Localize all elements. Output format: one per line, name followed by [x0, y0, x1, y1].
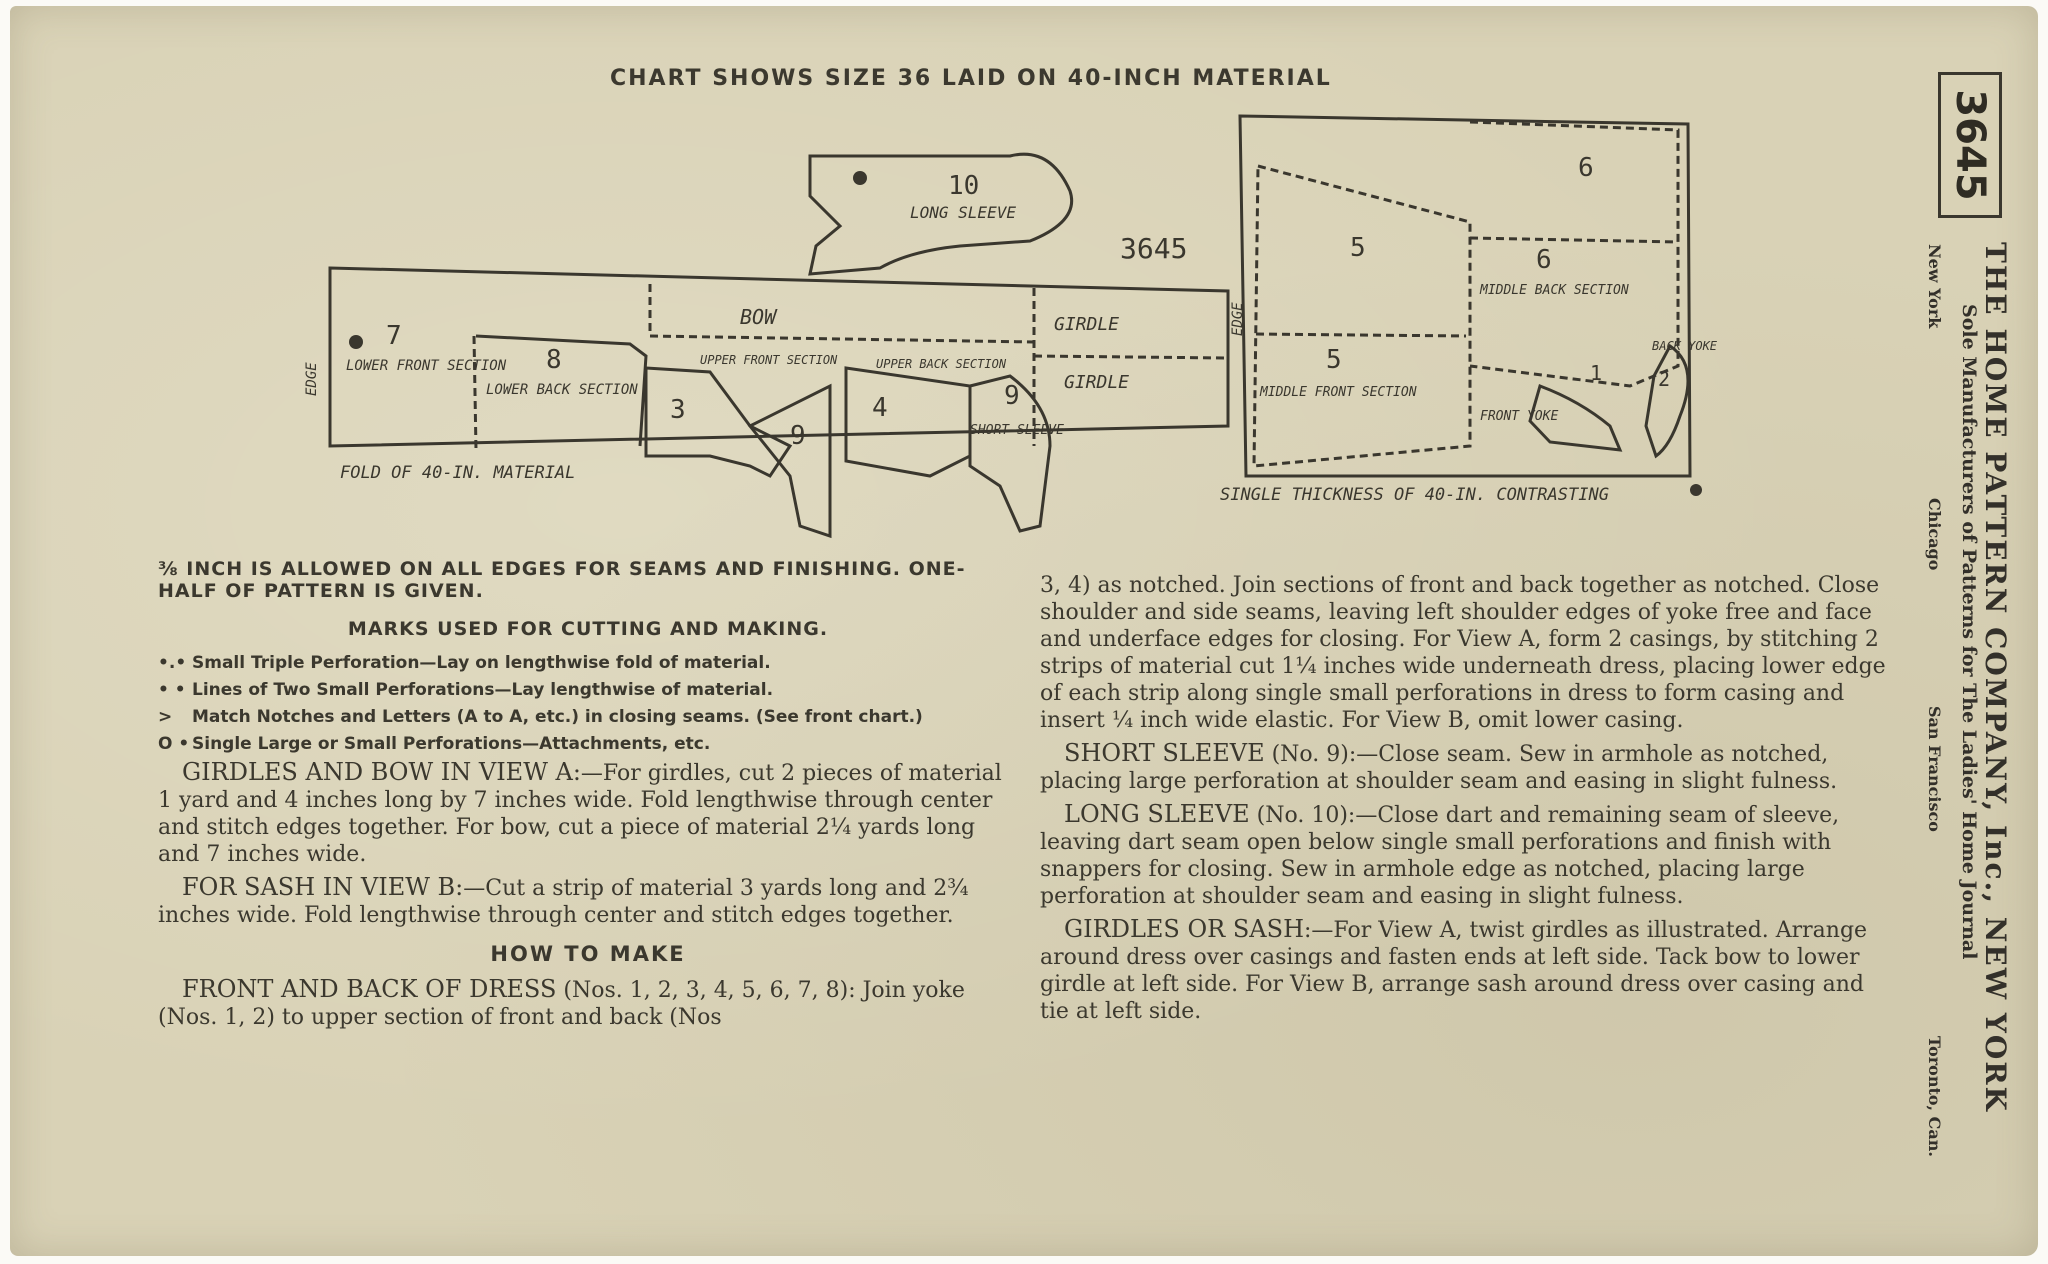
- piece-10-label: LONG SLEEVE: [910, 203, 1016, 222]
- upper-front-label: UPPER FRONT SECTION: [700, 353, 838, 367]
- short-sleeve-heading: SHORT SLEEVE: [1064, 739, 1265, 767]
- piece-9a-number: 9: [790, 421, 806, 451]
- girdle-label-a: GIRDLE: [1054, 314, 1119, 335]
- piece-9b-label: SHORT SLEEVE: [970, 423, 1064, 438]
- long-sleeve-heading: LONG SLEEVE: [1064, 800, 1250, 828]
- piece-2-label: BACK YOKE: [1652, 339, 1718, 353]
- piece-5b-number: 5: [1326, 345, 1342, 375]
- piece-6b-number: 6: [1536, 245, 1552, 275]
- piece-3-number: 3: [670, 395, 686, 425]
- edge-label-left: EDGE: [304, 362, 320, 396]
- mark-symbol: •.•: [158, 653, 187, 673]
- piece-6-label: MIDDLE BACK SECTION: [1479, 283, 1629, 298]
- mark-text: Small Triple Perforation—Lay on lengthwi…: [192, 653, 771, 673]
- girdles-bow-heading: GIRDLES AND BOW IN VIEW A:: [182, 758, 581, 786]
- mark-item: •.•Small Triple Perforation—Lay on lengt…: [158, 651, 1018, 676]
- piece-8-number: 8: [546, 345, 562, 375]
- left-instructions: ⅜ INCH IS ALLOWED ON ALL EDGES FOR SEAMS…: [158, 558, 1018, 1037]
- company-subtitle: Sole Manufacturers of Patterns for The L…: [1958, 304, 1980, 960]
- bow-bottom-line: [649, 334, 1035, 344]
- piece-5a-number: 5: [1350, 233, 1366, 263]
- pattern-envelope: CHART SHOWS SIZE 36 LAID ON 40-INCH MATE…: [10, 6, 2038, 1256]
- piece-6a-number: 6: [1578, 153, 1594, 183]
- short-sleeve-piece: [968, 374, 1052, 533]
- piece-1-label: FRONT YOKE: [1480, 409, 1558, 424]
- fold-layout-outline: [328, 266, 1230, 448]
- pattern-number: 3645: [1947, 89, 1993, 201]
- marks-heading: MARKS USED FOR CUTTING AND MAKING.: [347, 618, 829, 640]
- long-sleeve-paragraph: LONG SLEEVE (No. 10):—Close dart and rem…: [1040, 801, 1890, 910]
- piece-8-outline: [475, 334, 648, 447]
- long-sleeve-text: (No. 10):—Close dart and remaining seam …: [1040, 803, 1840, 909]
- mark-item: O •Single Large or Small Perforations—At…: [158, 732, 1018, 757]
- short-sleeve-paragraph: SHORT SLEEVE (No. 9):—Close seam. Sew in…: [1040, 740, 1890, 795]
- short-sleeve-text: (No. 9):—Close seam. Sew in armhole as n…: [1040, 742, 1838, 794]
- piece-2-number: 2: [1658, 367, 1670, 391]
- large-perforation-mark-3: [1690, 484, 1702, 496]
- mark-symbol: >: [158, 707, 173, 727]
- piece-10-number: 10: [948, 171, 979, 201]
- piece-6-divider: [1469, 236, 1679, 244]
- contrasting-layout-outline: [1238, 114, 1692, 478]
- city-chicago: Chicago: [1925, 498, 1944, 571]
- city-new-york: New York: [1925, 244, 1944, 329]
- piece-1-number: 1: [1590, 361, 1602, 385]
- girdle-divider-b: [1033, 354, 1229, 360]
- cutting-layout-chart: 3645 10 LONG SLEEVE 7 LOWER FRONT SECTIO…: [304, 114, 1718, 539]
- girdles-sash-text: :—For View A, twist girdles as illustrat…: [1040, 918, 1868, 1024]
- sash-text: —Cut a strip of material 3 yards long an…: [158, 876, 969, 928]
- piece-5-divider: [1255, 332, 1467, 338]
- edge-label-middle: EDGE: [1230, 302, 1246, 336]
- front-back-paragraph: FRONT AND BACK OF DRESS (Nos. 1, 2, 3, 4…: [158, 976, 1018, 1031]
- right-instructions: 3, 4) as notched. Join sections of front…: [1040, 572, 1890, 1031]
- piece-4-number: 4: [872, 393, 888, 423]
- single-thickness-label: SINGLE THICKNESS OF 40-IN. CONTRASTING: [1220, 485, 1609, 505]
- divider-7-8: [472, 335, 478, 451]
- back-yoke-outline: [1644, 343, 1690, 459]
- mark-text: Match Notches and Letters (A to A, etc.)…: [192, 707, 923, 727]
- mark-item: • • Lines of Two Small Perforations—Lay l…: [158, 678, 1018, 703]
- sash-heading: FOR SASH IN VIEW B:: [182, 873, 464, 901]
- mark-symbol: O •: [158, 734, 190, 754]
- girdle-label-b: GIRDLE: [1064, 372, 1129, 393]
- large-perforation-mark-2: [349, 335, 363, 349]
- pattern-number-box: 3645: [1938, 72, 2002, 218]
- front-back-continued: 3, 4) as notched. Join sections of front…: [1040, 573, 1886, 733]
- piece-4-outline: [844, 366, 972, 478]
- piece-5-outline: [1252, 164, 1472, 468]
- upper-back-label: UPPER BACK SECTION: [876, 357, 1007, 371]
- company-name: THE HOME PATTERN COMPANY, Inc., NEW YORK: [1979, 242, 2012, 1113]
- piece-9b-number: 9: [1004, 381, 1020, 411]
- mark-symbol: • •: [158, 680, 186, 700]
- piece-7-label: LOWER FRONT SECTION: [346, 358, 507, 374]
- girdles-bow-text: —For girdles, cut 2 pieces of material 1…: [158, 761, 1002, 867]
- front-back-text: (Nos. 1, 2, 3, 4, 5, 6, 7, 8): Join yoke…: [158, 978, 965, 1030]
- piece-9-outline: [747, 383, 832, 539]
- piece-8-label: LOWER BACK SECTION: [486, 382, 638, 398]
- piece-5-label: MIDDLE FRONT SECTION: [1259, 385, 1417, 400]
- girdles-sash-heading: GIRDLES OR SASH: [1064, 915, 1305, 943]
- piece-6-outline: [1469, 120, 1680, 388]
- girdles-bow-paragraph: GIRDLES AND BOW IN VIEW A:—For girdles, …: [158, 759, 1018, 868]
- piece-7-number: 7: [386, 321, 402, 351]
- girdles-sash-paragraph: GIRDLES OR SASH:—For View A, twist girdl…: [1040, 916, 1890, 1025]
- front-yoke-outline: [1528, 384, 1623, 452]
- fold-label: FOLD OF 40-IN. MATERIAL: [340, 463, 575, 483]
- seam-allowance-note: ⅜ INCH IS ALLOWED ON ALL EDGES FOR SEAMS…: [158, 558, 966, 602]
- mark-text: Single Large or Small Perforations—Attac…: [192, 734, 711, 754]
- mark-text: Lines of Two Small Perforations—Lay leng…: [192, 680, 774, 700]
- city-san-francisco: San Francisco: [1925, 706, 1944, 832]
- layout-pattern-number: 3645: [1120, 232, 1187, 265]
- long-sleeve-piece: [808, 152, 1073, 276]
- mark-item: > Match Notches and Letters (A to A, etc.…: [158, 705, 1018, 730]
- piece-3-outline: [644, 366, 793, 478]
- how-to-make-heading: HOW TO MAKE: [490, 942, 686, 966]
- sash-paragraph: FOR SASH IN VIEW B:—Cut a strip of mater…: [158, 874, 1018, 929]
- large-perforation-mark: [853, 171, 867, 185]
- chart-title: CHART SHOWS SIZE 36 LAID ON 40-INCH MATE…: [610, 66, 1332, 91]
- city-toronto: Toronto, Can.: [1925, 1036, 1944, 1157]
- front-back-heading: FRONT AND BACK OF DRESS: [182, 975, 557, 1003]
- bow-label: BOW: [740, 305, 778, 329]
